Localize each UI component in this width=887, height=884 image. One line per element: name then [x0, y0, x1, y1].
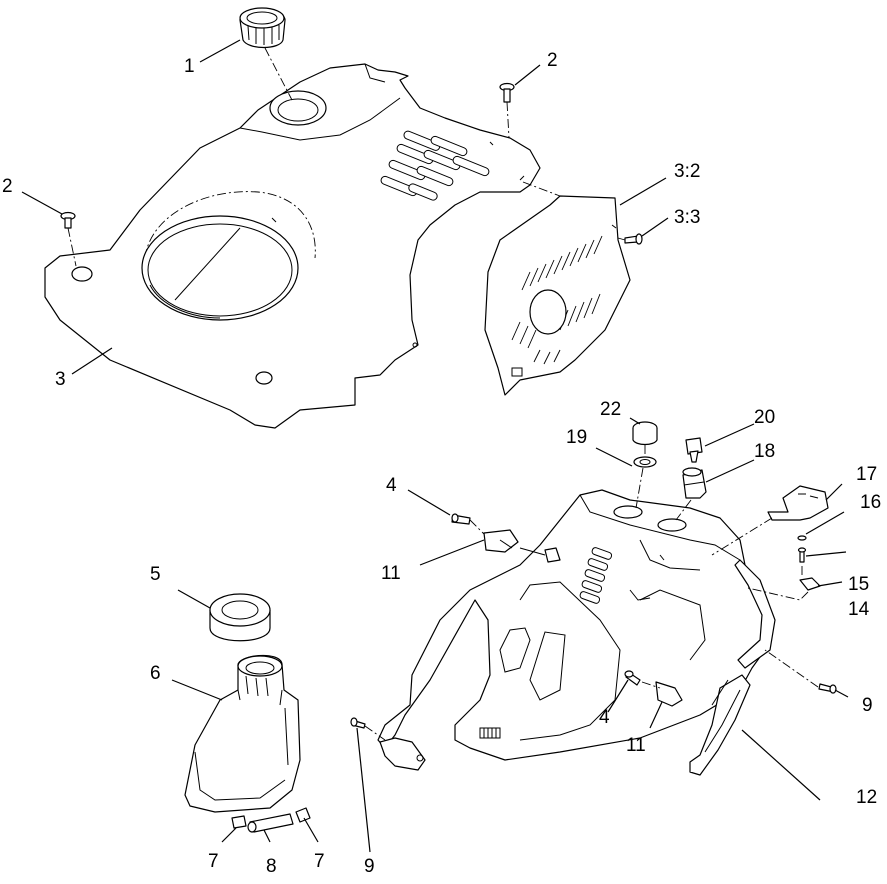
callout-2-left: 2: [2, 176, 13, 197]
bolt-4-upper: [451, 513, 471, 525]
callout-6: 6: [150, 663, 161, 684]
side-panel: [484, 195, 631, 396]
callout-12: 12: [856, 787, 877, 808]
callout-2-top: 2: [547, 50, 558, 71]
washer: [797, 535, 807, 541]
callout-14: 14: [848, 599, 870, 620]
callout-1: 1: [184, 56, 195, 77]
screw-15: [797, 547, 807, 563]
shroud-louvers: [380, 130, 490, 201]
upper-shroud: [44, 63, 541, 429]
cable-clamp-upper: [483, 529, 561, 563]
callout-3-2: 3:2: [674, 161, 700, 182]
callout-11-lower: 11: [626, 735, 646, 756]
screw-2-left: [60, 211, 76, 229]
leader-lines: [21, 39, 849, 853]
fuel-line: [231, 807, 311, 833]
callout-3: 3: [55, 369, 66, 390]
bolt-4-lower: [624, 670, 641, 686]
callout-22: 22: [600, 399, 621, 420]
callout-7-right: 7: [314, 851, 325, 872]
knob: [632, 421, 658, 446]
callout-7-left: 7: [208, 851, 219, 872]
clip-14: [799, 577, 821, 591]
screw-3-3: [624, 233, 643, 245]
callout-5: 5: [150, 564, 161, 585]
callout-17: 17: [856, 464, 877, 485]
bolt-9-left: [350, 717, 366, 729]
alignment-lines: [67, 47, 819, 741]
callout-9-bottom: 9: [364, 856, 375, 877]
callout-11-upper: 11: [381, 563, 401, 584]
callout-3-3: 3:3: [674, 207, 700, 228]
bolt-9-right: [818, 683, 837, 694]
mounting-bracket-left: [379, 737, 426, 771]
cable-clamp-lower: [655, 681, 683, 707]
callout-9-right: 9: [862, 695, 873, 716]
callout-4-lower: 4: [599, 707, 610, 728]
callout-16: 16: [860, 492, 881, 513]
screw-2-right: [499, 82, 515, 103]
key: [685, 437, 703, 463]
callout-8: 8: [266, 856, 277, 877]
callout-4-upper: 4: [386, 475, 397, 496]
cover: [767, 485, 829, 521]
bracket: [689, 674, 751, 776]
fuel-tank: [184, 654, 301, 813]
key-switch: [682, 467, 707, 499]
callouts: 1 2 2 3 3:2 3:3 4 4 5 6 7 7 8 9 9 11 11 …: [2, 50, 881, 877]
seal-grommet: [209, 593, 271, 642]
callout-20: 20: [754, 407, 775, 428]
callout-18: 18: [754, 441, 775, 462]
callout-15: 15: [848, 574, 869, 595]
nut: [633, 456, 657, 468]
fill-cap: [239, 7, 286, 49]
callout-19: 19: [566, 427, 587, 448]
